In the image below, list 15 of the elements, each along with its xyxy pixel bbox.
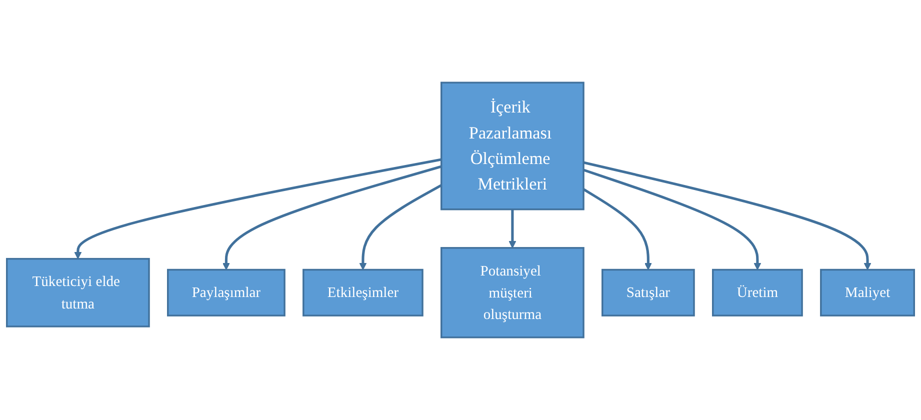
- arrow: [359, 184, 442, 270]
- node-box: Potansiyel müşteri oluşturma: [440, 247, 584, 338]
- node-box: Maliyet: [820, 268, 915, 316]
- node-box: Paylaşımlar: [167, 268, 286, 316]
- node-box: Etkileşimler: [302, 268, 424, 316]
- node-box: Üretim: [712, 268, 803, 316]
- arrow: [583, 161, 872, 270]
- arrow: [74, 158, 442, 260]
- node-box: Tüketiciyi elde tutma: [6, 258, 150, 328]
- arrow: [582, 188, 652, 270]
- node-box: İçerik Pazarlaması Ölçümleme Metrikleri: [440, 82, 584, 210]
- arrow: [583, 168, 762, 270]
- arrow: [222, 165, 442, 270]
- node-box: Satışlar: [602, 268, 695, 316]
- arrow: [508, 209, 516, 248]
